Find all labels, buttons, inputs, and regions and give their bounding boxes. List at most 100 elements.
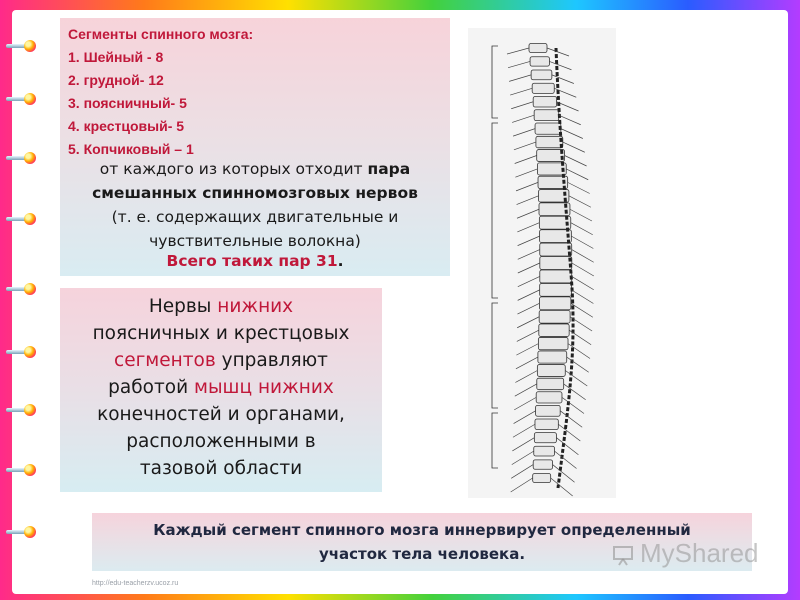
- nerves-line: расположенными в: [126, 431, 316, 452]
- nerve-root: [512, 128, 536, 137]
- vertebra: [533, 109, 560, 122]
- binder-ring: [6, 464, 36, 476]
- nerve-root: [513, 410, 536, 424]
- binder-ring: [6, 346, 36, 358]
- vertebra: [537, 162, 567, 176]
- nerve-root: [517, 302, 540, 315]
- description-line: (т. е. содержащих двигательные и: [111, 208, 399, 226]
- description-text: от каждого из которых отходит: [99, 160, 368, 178]
- nerve-root: [516, 195, 539, 205]
- nerve-root: [517, 289, 540, 301]
- nerve-root: [564, 155, 587, 167]
- vertebra: [538, 323, 570, 337]
- segments-box: Сегменты спинного мозга: 1. Шейный - 8 2…: [60, 18, 450, 276]
- watermark: MyShared: [612, 538, 772, 570]
- vertebra: [539, 269, 573, 284]
- nerves-line: Нервы нижних: [60, 296, 382, 317]
- nerve-root: [570, 303, 594, 318]
- vertebra: [537, 337, 569, 351]
- nerve-root: [546, 47, 570, 57]
- description-line: чувствительные волокна): [149, 232, 361, 250]
- nerve-root: [510, 87, 533, 96]
- nerve-root: [570, 222, 593, 236]
- nerve-root: [517, 316, 540, 329]
- vertebra: [533, 432, 557, 444]
- summary-box: Каждый сегмент спинного мозга иннервируе…: [92, 513, 752, 571]
- total-pairs-period: .: [337, 252, 344, 270]
- vertebra: [531, 82, 555, 94]
- nerve-root: [549, 61, 572, 71]
- nerve-root: [515, 370, 538, 383]
- vertebra: [533, 445, 555, 457]
- nerves-highlight: нижних: [217, 296, 294, 317]
- nerve-root: [563, 383, 586, 401]
- nerve-root: [517, 276, 540, 288]
- vertebra: [539, 283, 572, 297]
- nerve-lines: [506, 47, 595, 497]
- nerve-root: [571, 262, 595, 277]
- total-pairs: Всего таких пар 31: [166, 252, 338, 270]
- spinal-cord-illustration: [468, 28, 616, 498]
- nerve-root: [517, 249, 540, 260]
- nerve-root: [562, 141, 585, 153]
- segment-item: 5. Копчиковый – 1: [68, 141, 194, 157]
- vertebra: [534, 122, 562, 135]
- nerve-root: [558, 423, 581, 442]
- nerve-root: [514, 383, 537, 397]
- vertebra: [539, 229, 572, 243]
- nerves-text: работой: [108, 377, 194, 398]
- summary-line: участок тела человека.: [318, 545, 526, 563]
- description-line: от каждого из которых отходит пара: [60, 160, 450, 178]
- nerve-root: [568, 195, 592, 208]
- binder-ring: [6, 404, 36, 416]
- nerve-root: [511, 450, 534, 465]
- nerve-root: [567, 182, 590, 194]
- nerve-root: [512, 437, 535, 452]
- nerves-text: управляют: [215, 350, 328, 371]
- nerve-root: [551, 74, 574, 84]
- nerve-root: [509, 74, 532, 82]
- vertebra: [534, 418, 559, 430]
- nerve-root: [514, 155, 537, 164]
- binder-ring: [6, 213, 36, 225]
- segments-title: Сегменты спинного мозга:: [68, 26, 254, 42]
- region-bracket: [491, 302, 498, 409]
- nerve-root: [517, 262, 540, 274]
- nerve-root: [565, 370, 588, 387]
- nerve-root: [512, 114, 535, 123]
- binder-ring: [6, 152, 36, 164]
- nerve-root: [569, 316, 593, 332]
- nerve-root: [515, 356, 539, 370]
- vertebra: [538, 189, 570, 203]
- nerve-root: [567, 343, 591, 359]
- nerve-root: [561, 397, 585, 414]
- nerves-highlight: мышц нижних: [193, 377, 334, 398]
- nerves-text: Нервы: [148, 296, 218, 317]
- vertebra: [538, 310, 571, 324]
- vertebra: [529, 56, 550, 67]
- nerve-root: [514, 397, 537, 411]
- nerve-root: [559, 410, 583, 428]
- nerve-root: [513, 141, 537, 151]
- nerves-highlight: сегментов: [114, 350, 216, 371]
- segment-item: 3. поясничный- 5: [68, 95, 187, 111]
- description-bold: пара: [367, 160, 411, 178]
- vertebra: [535, 404, 561, 417]
- binder-ring: [6, 40, 36, 52]
- nerve-root: [571, 235, 594, 249]
- footer-url: http://edu-teacherzv.ucoz.ru: [92, 580, 179, 587]
- nerve-root: [506, 47, 530, 55]
- nerve-root: [516, 343, 539, 356]
- nerve-root: [569, 208, 593, 222]
- nerve-root: [511, 101, 534, 110]
- vertebra: [532, 96, 557, 108]
- spinal-cord-line: [554, 47, 575, 489]
- vertebra: [535, 391, 563, 404]
- vertebra: [539, 242, 573, 257]
- nerve-root: [556, 101, 579, 112]
- region-bracket: [491, 122, 498, 299]
- nerve-root: [517, 235, 540, 246]
- region-brackets: [491, 45, 498, 469]
- binder-ring: [6, 93, 36, 105]
- vertebra: [539, 256, 573, 270]
